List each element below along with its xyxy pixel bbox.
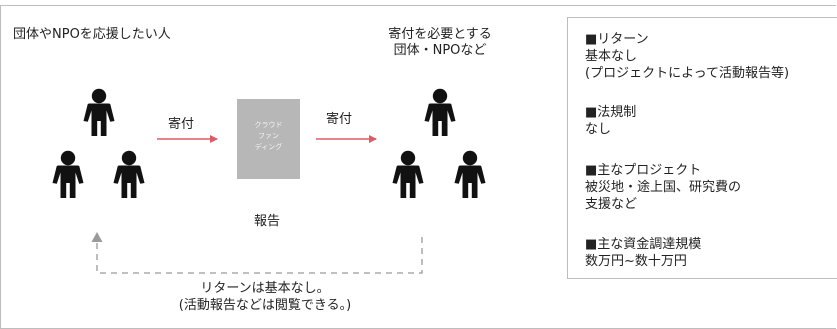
crowdfunding-box: クラウド ファン ディング: [237, 99, 300, 179]
person-icon: [113, 150, 145, 198]
info-section-funding-scale: ■主な資金調達規模 数万円~数十万円: [585, 236, 701, 270]
info-panel: ■リターン 基本なし (プロジェクトによって活動報告等) ■法規制 なし ■主な…: [567, 17, 837, 279]
crowdfunding-label-1: クラウド: [254, 121, 283, 129]
info-heading: ■主な資金調達規模: [585, 237, 702, 252]
info-heading: ■法規制: [585, 105, 637, 120]
info-heading: ■リターン: [585, 32, 649, 47]
info-heading: ■主なプロジェクト: [585, 163, 702, 178]
info-line: なし: [585, 122, 612, 137]
left-group-title: 団体やNPOを応援したい人: [13, 27, 171, 42]
return-dashed-line: [96, 237, 423, 274]
info-line: 数万円~数十万円: [585, 254, 687, 269]
info-section-projects: ■主なプロジェクト 被災地・途上国、研究費の 支援など: [585, 162, 741, 213]
right-group-title-line2: 団体・NPOなど: [393, 43, 487, 58]
person-icon: [83, 88, 115, 136]
donation-label-right: 寄付: [326, 112, 353, 127]
person-icon: [52, 150, 84, 198]
crowdfunding-label-2: ファン: [258, 132, 279, 140]
crowdfunding-label-3: ディング: [254, 143, 283, 151]
return-note-line2: (活動報告などは閲覧できる。): [178, 298, 352, 313]
return-note-line1: リターンは基本なし。: [200, 281, 330, 296]
report-label: 報告: [254, 214, 281, 229]
return-arrow-head: [91, 232, 103, 242]
info-line: 基本なし: [585, 49, 638, 64]
info-section-return: ■リターン 基本なし (プロジェクトによって活動報告等): [585, 31, 789, 82]
info-line: 支援など: [585, 197, 638, 212]
info-line: 被災地・途上国、研究費の: [585, 180, 742, 195]
person-icon: [454, 150, 486, 198]
person-icon: [424, 88, 456, 136]
right-group-title-line1: 寄付を必要とする: [388, 27, 492, 42]
info-section-regulation: ■法規制 なし: [585, 104, 636, 138]
person-icon: [392, 150, 424, 198]
donation-label-left: 寄付: [168, 117, 195, 132]
info-line: (プロジェクトによって活動報告等): [585, 66, 790, 81]
